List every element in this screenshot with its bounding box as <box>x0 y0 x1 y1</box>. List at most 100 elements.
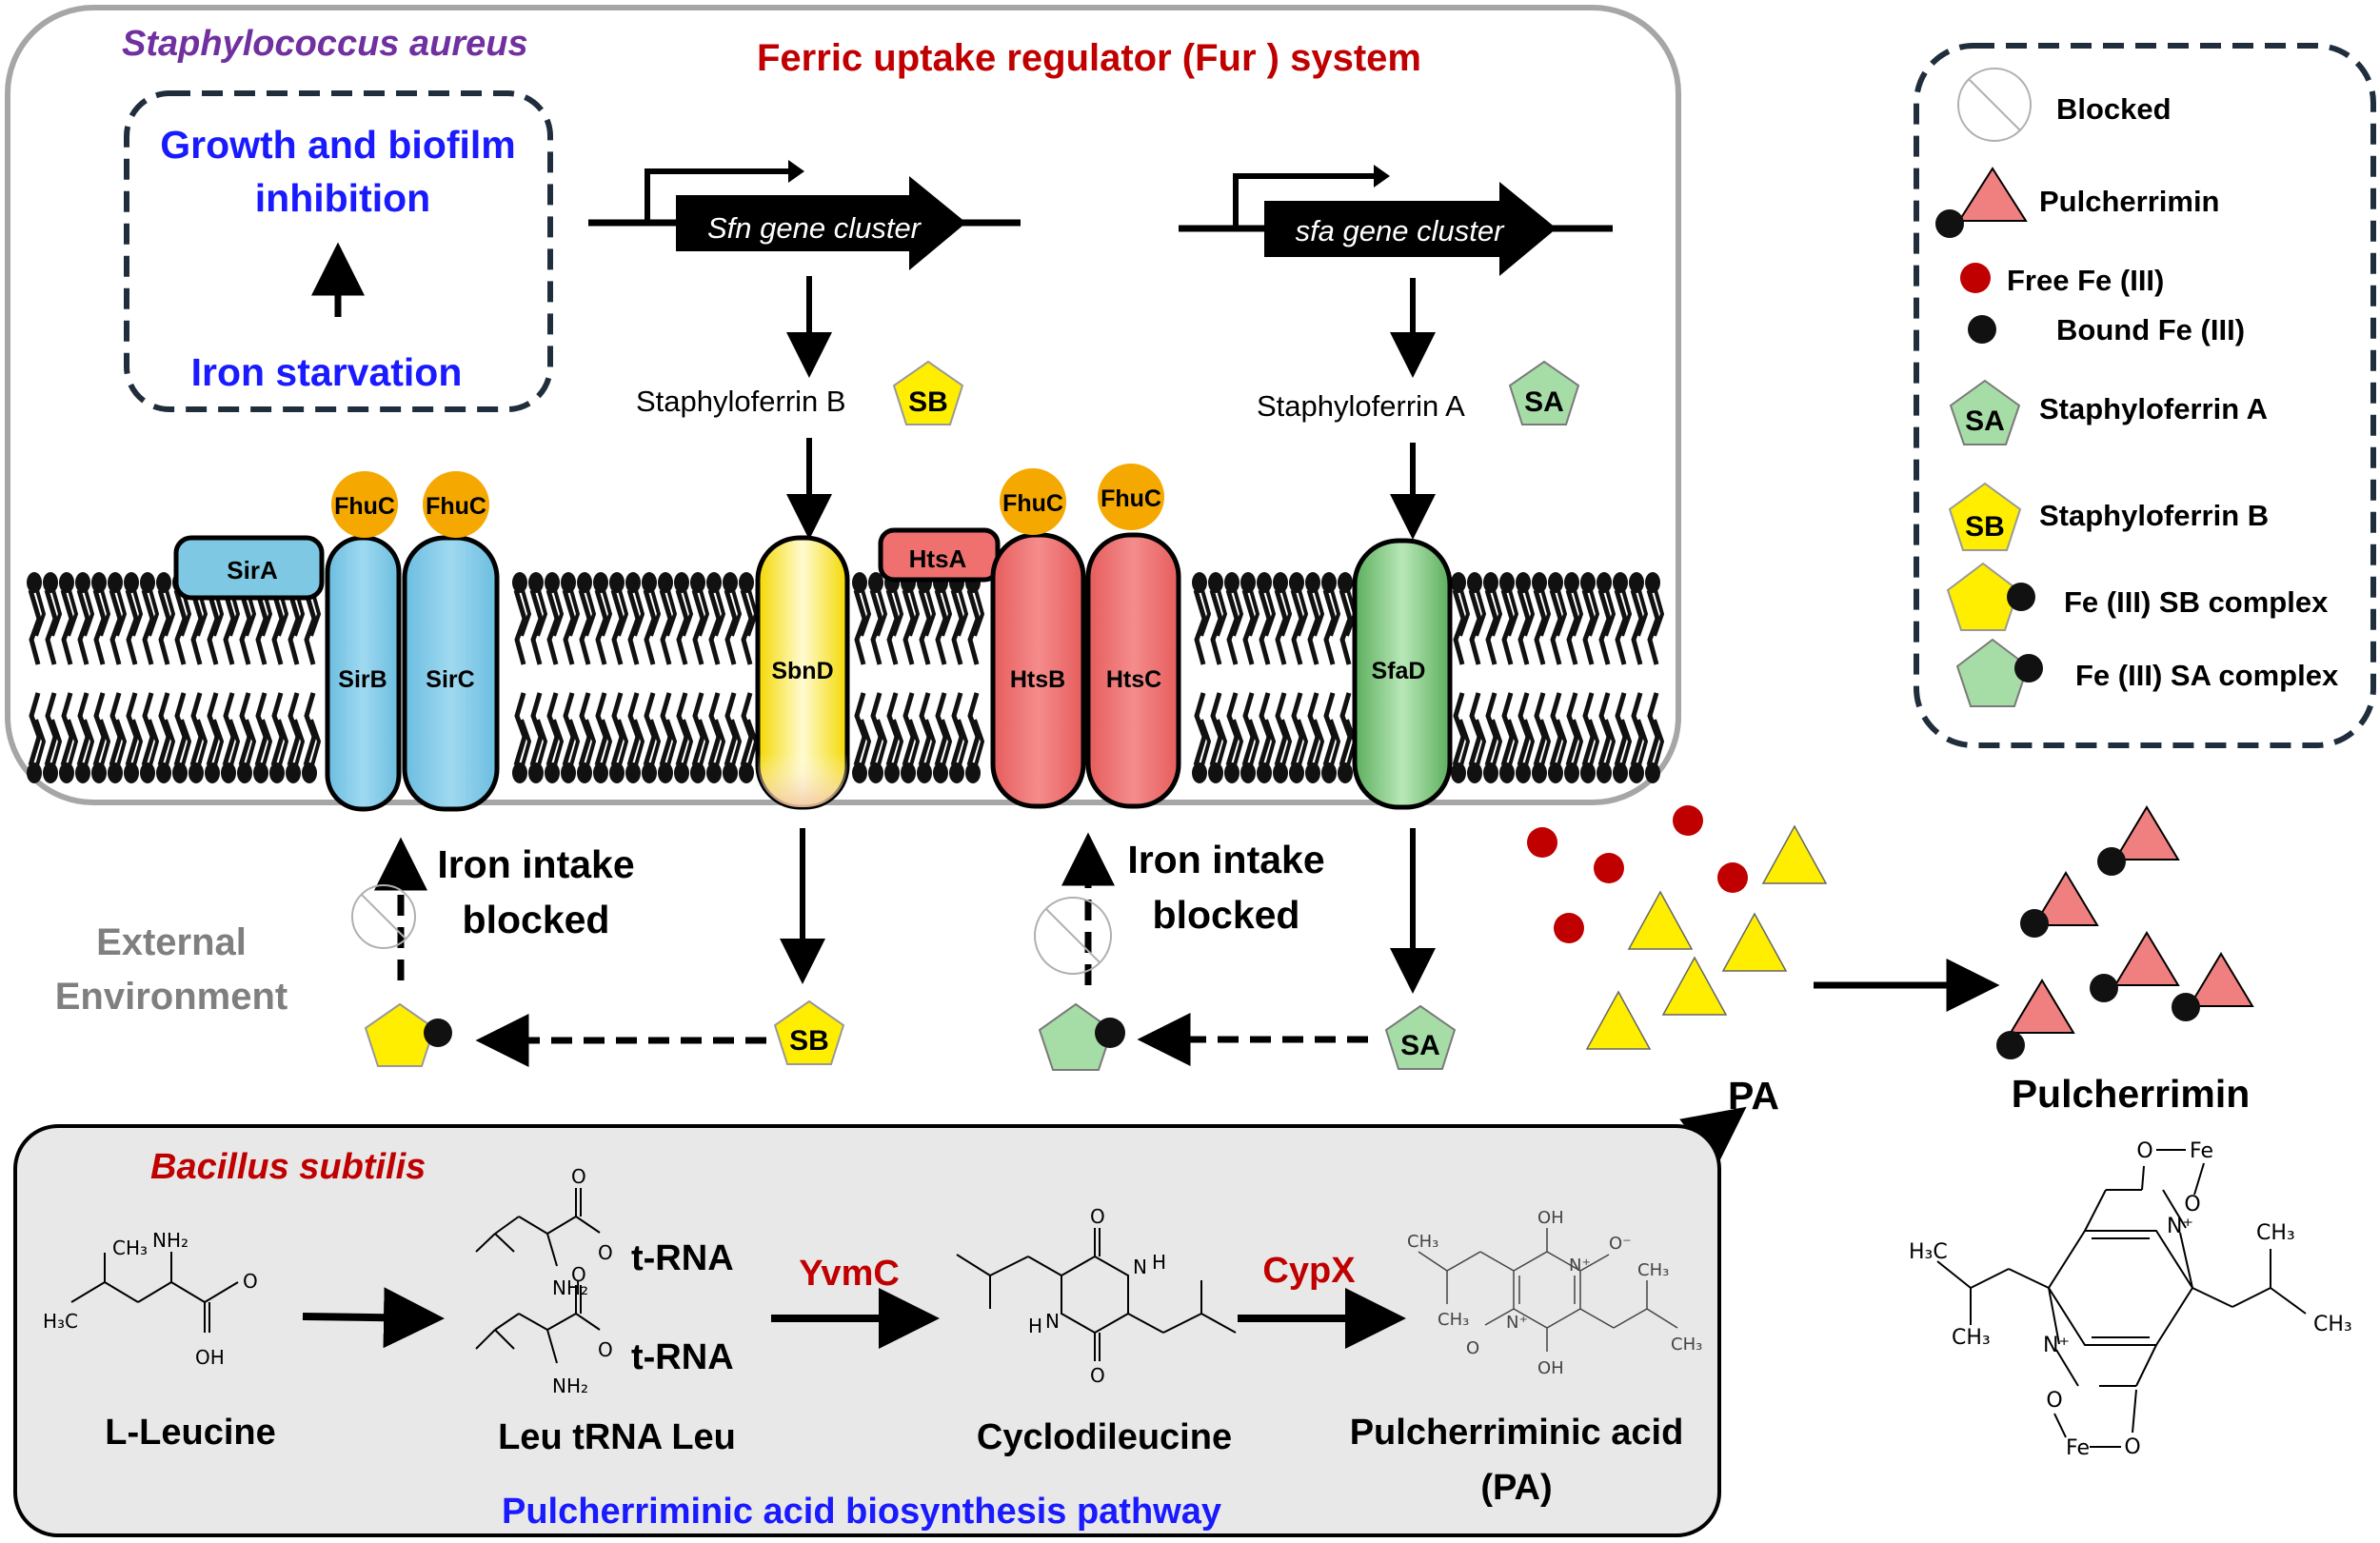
sa-pentagon-outside: SA <box>1384 1004 1457 1070</box>
svg-text:O: O <box>2136 1139 2152 1163</box>
l-leucine-structure <box>70 1252 239 1333</box>
svg-text:FhuC: FhuC <box>334 493 395 520</box>
leu-trna-structure-bottom <box>475 1285 601 1364</box>
iron-starvation: Iron starvation <box>191 350 463 394</box>
svg-text:HtsC: HtsC <box>1106 666 1161 693</box>
svg-text:OH: OH <box>195 1346 225 1369</box>
svg-text:Fe (III) SB complex: Fe (III) SB complex <box>2064 585 2329 619</box>
staph-title: Staphylococcus aureus <box>122 24 528 64</box>
fur-system-title: Ferric uptake regulator (Fur ) system <box>757 37 1421 79</box>
svg-text:H: H <box>1152 1251 1166 1274</box>
pulcherrimin-structure <box>1936 1189 2307 1387</box>
svg-text:CH₃: CH₃ <box>112 1236 148 1259</box>
svg-text:HtsB: HtsB <box>1010 666 1065 693</box>
svg-text:Blocked: Blocked <box>2056 92 2172 126</box>
sirc-protein: SirC <box>402 535 500 812</box>
svg-text:Fe: Fe <box>2066 1436 2090 1460</box>
svg-text:NH₂: NH₂ <box>152 1229 188 1252</box>
svg-text:O: O <box>243 1270 258 1293</box>
svg-text:OH: OH <box>1537 1208 1564 1228</box>
pathway-title: Pulcherriminic acid biosynthesis pathway <box>502 1492 1221 1532</box>
leu-trna-labels: O O NH₂ O O NH₂ <box>552 1165 613 1397</box>
svg-text:CH₃: CH₃ <box>1671 1335 1702 1355</box>
htsa-protein: HtsA <box>878 527 1001 583</box>
external-env-line2: Environment <box>55 976 288 1018</box>
svg-text:N⁺: N⁺ <box>2043 1334 2070 1357</box>
svg-text:O: O <box>598 1241 613 1264</box>
legend-staph-a: SA Staphyloferrin A <box>1949 379 2268 445</box>
bacillus-title: Bacillus subtilis <box>150 1147 426 1187</box>
iron-intake-blocked-1-line2: blocked <box>463 898 610 941</box>
svg-text:H₃C: H₃C <box>1909 1240 1948 1264</box>
svg-text:CH₃: CH₃ <box>2256 1221 2295 1245</box>
svg-text:CH₃: CH₃ <box>1438 1310 1469 1330</box>
svg-text:O: O <box>2184 1193 2200 1217</box>
svg-text:SA: SA <box>1400 1030 1440 1061</box>
sb-pentagon-top: SB <box>892 360 964 425</box>
pulcherrimin-label: Pulcherrimin <box>2012 1072 2251 1116</box>
blocked-icon-hts <box>1034 897 1112 975</box>
yvmc-enzyme: YvmC <box>799 1254 900 1294</box>
htsc-protein: HtsC <box>1085 532 1181 809</box>
sfad-protein: SfaD <box>1352 538 1453 810</box>
bacillus-box <box>13 1124 1721 1537</box>
fe-sb-complex-outside <box>364 1002 452 1067</box>
cypx-enzyme: CypX <box>1262 1251 1356 1291</box>
iron-intake-blocked-2-line2: blocked <box>1153 893 1300 937</box>
lipid-bilayer <box>27 572 1665 783</box>
fhuc-hts-2: FhuC <box>1098 464 1164 530</box>
svg-text:SirB: SirB <box>338 666 387 693</box>
iron-intake-blocked-1-line1: Iron intake <box>437 842 634 886</box>
fhuc-sir-1: FhuC <box>331 471 398 538</box>
pa-triangles <box>1585 824 1828 1050</box>
svg-text:O: O <box>1466 1338 1479 1358</box>
svg-text:O: O <box>2046 1389 2062 1413</box>
svg-text:FhuC: FhuC <box>1101 485 1161 512</box>
sbnd-protein: SbnD <box>755 535 850 810</box>
svg-text:NH₂: NH₂ <box>552 1375 588 1397</box>
legend-fe-sa-complex: Fe (III) SA complex <box>1955 638 2339 707</box>
svg-text:Pulcherrimin: Pulcherrimin <box>2039 185 2220 218</box>
legend-fe-sb-complex: Fe (III) SB complex <box>1946 562 2329 631</box>
free-fe-particles <box>1527 805 1748 943</box>
svg-text:SirC: SirC <box>426 666 474 693</box>
pulcherriminic-acid-label-1: Pulcherriminic acid <box>1350 1413 1684 1453</box>
inhibition-box <box>124 90 553 412</box>
svg-text:SA: SA <box>1965 406 2005 437</box>
svg-text:FhuC: FhuC <box>1002 490 1063 517</box>
svg-text:FhuC: FhuC <box>426 493 486 520</box>
legend-box <box>1914 43 2376 748</box>
fe-sa-complex-outside <box>1038 1002 1125 1071</box>
svg-text:CH₃: CH₃ <box>1637 1260 1669 1280</box>
pulcherriminic-acid-label-2: (PA) <box>1480 1468 1552 1508</box>
svg-text:SbnD: SbnD <box>771 658 833 684</box>
svg-text:O: O <box>1090 1364 1105 1387</box>
l-leucine-label: L-Leucine <box>105 1413 275 1453</box>
svg-text:CH₃: CH₃ <box>1407 1232 1438 1252</box>
pulcherrimin-structure-labels: O Fe O N⁺ H₃C CH₃ CH₃ CH₃ N⁺ O Fe O <box>1909 1139 2352 1460</box>
svg-text:SB: SB <box>908 386 948 418</box>
sfa-gene-label: sfa gene cluster <box>1296 214 1506 247</box>
sira-protein: SirA <box>173 535 325 601</box>
staphyloferrin-b-label: Staphyloferrin B <box>636 385 846 418</box>
trna-bottom-label: t-RNA <box>631 1337 734 1377</box>
svg-text:SA: SA <box>1524 386 1564 418</box>
legend-pulcherrimin: Pulcherrimin <box>1935 167 2220 238</box>
svg-text:SfaD: SfaD <box>1372 658 1426 684</box>
pulcherriminic-acid-structure <box>1418 1228 1678 1352</box>
sfn-gene-cluster: Sfn gene cluster <box>588 160 1021 270</box>
svg-text:N: N <box>1133 1256 1147 1278</box>
svg-text:O: O <box>2124 1435 2140 1459</box>
pulcherriminic-acid-labels: OH OH N⁺ O⁻ N⁺ O CH₃ CH₃ CH₃ CH₃ <box>1407 1208 1702 1378</box>
pa-label: PA <box>1728 1074 1779 1118</box>
staph-cell-boundary <box>5 5 1681 805</box>
leucine-to-trna-arrow <box>302 1287 445 1349</box>
svg-text:N⁺: N⁺ <box>2167 1215 2193 1238</box>
sa-pentagon-top: SA <box>1508 360 1580 425</box>
svg-text:SirA: SirA <box>227 556 278 584</box>
cyclodileucine-label: Cyclodileucine <box>977 1417 1232 1457</box>
svg-text:O: O <box>1090 1205 1105 1228</box>
svg-text:H₃C: H₃C <box>43 1310 78 1333</box>
cyclodileucine-structure <box>956 1228 1237 1361</box>
